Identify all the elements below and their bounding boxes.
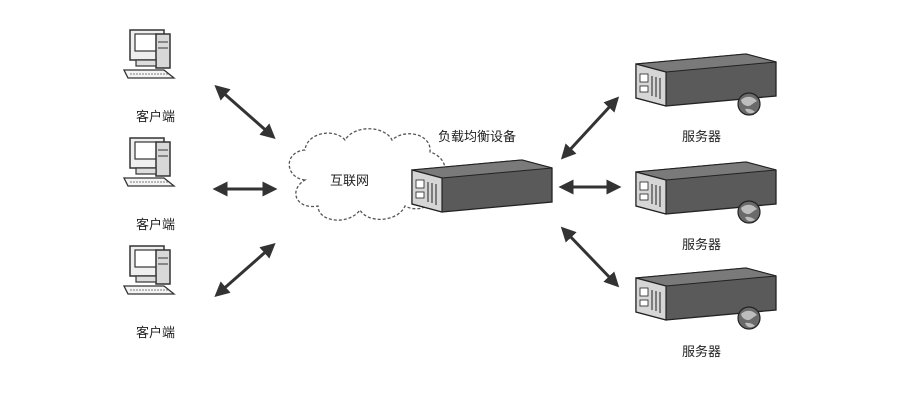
server-label: 服务器 [682, 130, 722, 145]
arrow-client3-internet [214, 243, 276, 297]
client-2 [123, 137, 175, 187]
internet-label: 互联网 [330, 174, 370, 189]
arrow-client1-internet [214, 85, 276, 139]
client-label: 客户端 [136, 326, 176, 341]
globe-icon [737, 200, 761, 224]
client-label: 客户端 [136, 218, 176, 233]
computer-icon [123, 137, 175, 187]
server-label: 服务器 [682, 238, 722, 253]
server-1 [635, 53, 777, 116]
globe-icon [737, 92, 761, 116]
internet-cloud [288, 128, 446, 221]
arrow-lb-server3 [560, 226, 620, 288]
server-3 [635, 267, 777, 330]
computer-icon [123, 245, 175, 295]
client-3 [123, 245, 175, 295]
load-balancer-label: 负载均衡设备 [438, 130, 517, 145]
server-icon [411, 159, 553, 213]
server-2 [635, 161, 777, 224]
client-label: 客户端 [136, 110, 176, 125]
client-1 [123, 29, 175, 79]
server-label: 服务器 [682, 345, 722, 360]
load-balancer [411, 159, 553, 213]
computer-icon [123, 29, 175, 79]
arrow-lb-server1 [560, 96, 620, 160]
globe-icon [737, 306, 761, 330]
